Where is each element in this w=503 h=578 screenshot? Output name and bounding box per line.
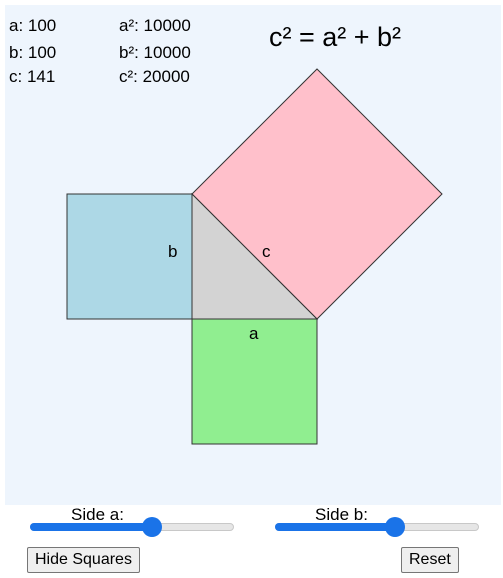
label-c: c: [262, 242, 271, 261]
square-a: [191, 318, 318, 445]
slider-fill: [30, 523, 153, 531]
side-c-value: c: 141: [9, 67, 56, 86]
side-b-slider[interactable]: [275, 517, 479, 537]
side-a-label: Side a:: [71, 505, 124, 524]
square-b: [66, 193, 193, 320]
b-squared-value: b²: 10000: [119, 43, 191, 62]
hide-squares-button[interactable]: Hide Squares: [27, 547, 140, 573]
right-triangle: [191, 192, 319, 320]
label-b: b: [168, 242, 177, 261]
pythagorean-formula: c² = a² + b²: [269, 22, 402, 52]
side-a-slider[interactable]: [30, 517, 234, 537]
side-b-value: b: 100: [9, 43, 57, 62]
label-a: a: [249, 324, 259, 343]
side-b-label: Side b:: [315, 505, 368, 524]
drawing-canvas: a: 100 b: 100 c: 141 a²: 10000 b²: 10000…: [5, 5, 501, 505]
slider-fill: [275, 523, 396, 531]
slider-thumb[interactable]: [142, 517, 163, 537]
side-a-value: a: 100: [9, 16, 57, 35]
pythagorean-figure: a b c: [66, 68, 443, 445]
reset-button[interactable]: Reset: [401, 547, 459, 573]
c-squared-value: c²: 20000: [119, 67, 190, 86]
a-squared-value: a²: 10000: [119, 16, 191, 35]
slider-thumb[interactable]: [385, 517, 406, 537]
